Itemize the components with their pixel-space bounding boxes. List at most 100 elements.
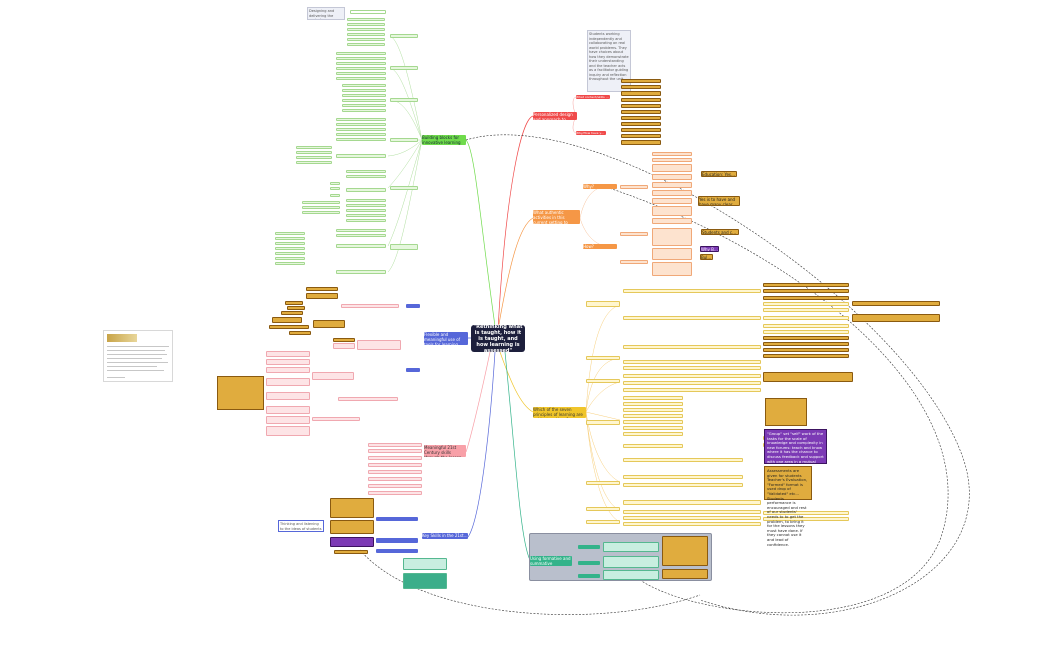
yellow-leaf[interactable]: [623, 366, 761, 370]
purple-note-group[interactable]: "Group" set "self" work of the tasks for…: [764, 429, 827, 477]
green-leaf[interactable]: [346, 209, 386, 212]
pink-leaf[interactable]: [266, 359, 310, 365]
central-topic[interactable]: "Rethinking what is taught, how it is ta…: [471, 324, 525, 354]
blue-node-1[interactable]: [406, 304, 420, 308]
branch-assessment-front[interactable]: Using formative and summative assessment…: [530, 556, 572, 566]
green-leaf[interactable]: [346, 170, 386, 173]
red-leaf[interactable]: [621, 122, 661, 126]
branch-meaningful-skills[interactable]: Meaningful 21st Century skills through t…: [424, 445, 466, 457]
teal-gold-note-1[interactable]: [662, 536, 708, 566]
green-leaf[interactable]: [330, 187, 340, 190]
green-leaf[interactable]: [342, 84, 386, 87]
green-leaf[interactable]: [336, 133, 386, 136]
green-leaf[interactable]: [296, 161, 332, 164]
orange-leaf[interactable]: [620, 185, 648, 189]
pink-leaf[interactable]: [266, 351, 310, 357]
yellow-leaf[interactable]: [623, 444, 683, 448]
orange-leaf[interactable]: [652, 182, 692, 188]
yellow-leaf[interactable]: [623, 374, 761, 378]
yellow-gold-leaf[interactable]: [852, 301, 940, 306]
orange-leaf[interactable]: [652, 228, 692, 246]
green-leaf[interactable]: [302, 206, 340, 209]
green-leaf[interactable]: [336, 128, 386, 131]
gold-leaf[interactable]: [333, 338, 355, 342]
yellow-gold-leaf[interactable]: [763, 372, 853, 382]
pink-leaf[interactable]: [266, 416, 310, 424]
yellow-leaf[interactable]: [623, 426, 683, 430]
orange-leaf[interactable]: [620, 260, 648, 264]
pink-skill-leaf[interactable]: [368, 477, 422, 481]
green-leaf[interactable]: [296, 151, 332, 154]
pink-leaf[interactable]: [266, 392, 310, 400]
green-leaf[interactable]: [336, 229, 386, 232]
green-leaf[interactable]: [342, 99, 386, 102]
green-leaf[interactable]: [346, 219, 386, 222]
green-leaf[interactable]: [296, 146, 332, 149]
callout-work-experience[interactable]: Yes is to have and have many clear work …: [698, 196, 740, 206]
gold-leaf[interactable]: [269, 325, 309, 329]
green-leaf[interactable]: [330, 194, 340, 197]
yellow-leaf[interactable]: [623, 408, 683, 412]
orange-leaf[interactable]: [652, 174, 692, 180]
pink-skill-leaf[interactable]: [368, 449, 422, 453]
green-leaf[interactable]: [347, 18, 385, 21]
yellow-leaf[interactable]: [623, 396, 683, 400]
gold-leaf[interactable]: [287, 306, 305, 310]
green-leaf[interactable]: [342, 89, 386, 92]
orange-leaf[interactable]: [652, 262, 692, 276]
yellow-sub[interactable]: [586, 301, 620, 307]
teal-sub-2[interactable]: [578, 561, 600, 565]
green-subbranch[interactable]: [390, 98, 418, 102]
green-subbranch[interactable]: [336, 270, 386, 274]
red-leaf[interactable]: [621, 140, 661, 145]
green-leaf[interactable]: [336, 62, 386, 65]
yellow-leaf[interactable]: [763, 511, 849, 515]
red-leaf[interactable]: [621, 85, 661, 89]
gold-leaf[interactable]: [272, 317, 302, 323]
yellow-sub[interactable]: [586, 520, 620, 524]
yellow-gold-leaf[interactable]: [763, 296, 849, 300]
green-leaf[interactable]: [275, 242, 305, 245]
yellow-sub[interactable]: [586, 379, 620, 383]
pink-skill-leaf[interactable]: [368, 443, 422, 447]
yellow-leaf[interactable]: [763, 330, 849, 334]
green-leaf[interactable]: [336, 67, 386, 70]
pink-leaf[interactable]: [312, 417, 360, 421]
green-subbranch[interactable]: [390, 138, 418, 142]
reference-panel[interactable]: [103, 330, 173, 382]
top-note-label[interactable]: [350, 10, 386, 14]
green-subbranch[interactable]: [336, 154, 386, 158]
blue-sub-3[interactable]: [376, 549, 418, 553]
green-leaf[interactable]: [346, 199, 386, 202]
green-leaf[interactable]: [346, 204, 386, 207]
green-leaf[interactable]: [347, 33, 385, 36]
green-subbranch[interactable]: [390, 244, 418, 250]
red-leaf[interactable]: [621, 98, 661, 102]
branch-flexible-tools[interactable]: Flexible and meaningful use of tools for…: [424, 332, 468, 345]
pink-skill-leaf[interactable]: [368, 463, 422, 467]
teal-leaf-3[interactable]: [603, 570, 659, 580]
yellow-leaf[interactable]: [623, 522, 761, 526]
green-leaf[interactable]: [336, 123, 386, 126]
yellow-leaf[interactable]: [763, 302, 849, 306]
orange-leaf[interactable]: [652, 198, 692, 204]
pink-skill-leaf[interactable]: [368, 470, 422, 474]
green-leaf[interactable]: [342, 104, 386, 107]
yellow-leaf[interactable]: [623, 388, 761, 392]
red-leaf[interactable]: [621, 134, 661, 138]
gold-leaf[interactable]: [285, 301, 303, 305]
blue-node-2[interactable]: [406, 368, 420, 372]
gold-leaf[interactable]: [281, 311, 303, 315]
green-leaf[interactable]: [336, 138, 386, 141]
pink-leaf[interactable]: [357, 340, 401, 350]
orange-leaf[interactable]: [652, 248, 692, 260]
orange-leaf[interactable]: [652, 152, 692, 156]
callout-bigger[interactable]: Why Bigger?: [700, 246, 719, 252]
callout-education[interactable]: Education: Yes & Blue Jay Class: [701, 171, 737, 177]
green-leaf[interactable]: [346, 214, 386, 217]
orange-leaf[interactable]: [652, 158, 692, 162]
branch-red-sub1[interactable]: What content/skills do you want students: [576, 95, 610, 99]
green-leaf[interactable]: [336, 57, 386, 60]
yellow-sub[interactable]: [586, 356, 620, 360]
red-leaf[interactable]: [621, 110, 661, 114]
